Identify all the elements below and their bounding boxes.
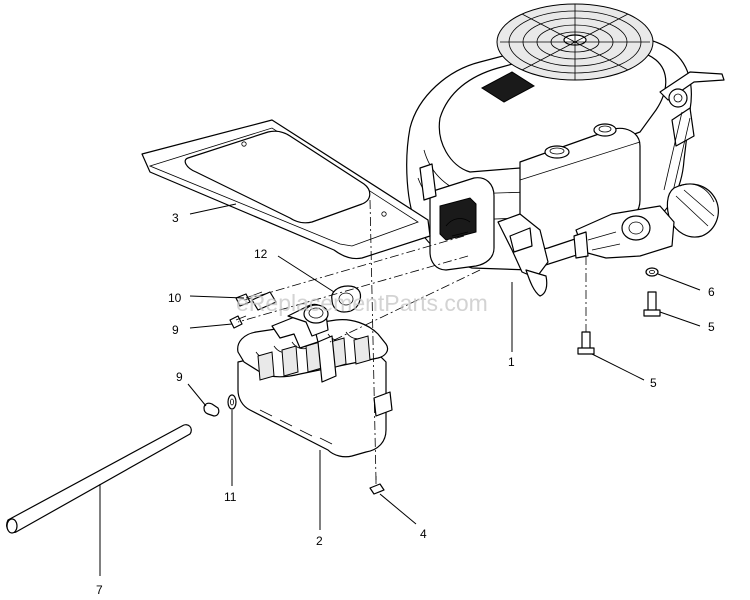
muffler bbox=[237, 291, 393, 458]
callout-1: 1 bbox=[508, 355, 515, 369]
callout-2: 2 bbox=[316, 534, 323, 548]
bolt-part-5-right bbox=[643, 291, 661, 317]
callout-6: 6 bbox=[708, 285, 715, 299]
callout-9-lower: 9 bbox=[176, 370, 183, 384]
callout-7: 7 bbox=[96, 583, 103, 597]
washer-part-6 bbox=[645, 267, 659, 277]
leader-lines bbox=[99, 203, 701, 576]
bolt-part-5-lower bbox=[577, 331, 595, 355]
callout-labels: 1 2 3 4 5 5 6 7 9 9 10 11 12 bbox=[96, 211, 715, 597]
engine bbox=[406, 3, 725, 297]
callout-3: 3 bbox=[172, 211, 179, 225]
callout-12: 12 bbox=[254, 247, 268, 261]
callout-10: 10 bbox=[168, 291, 182, 305]
screw-part-9-upper bbox=[229, 315, 247, 329]
bolt-part-4 bbox=[369, 476, 385, 495]
bolt-part-10 bbox=[235, 291, 263, 307]
tail-pipe bbox=[6, 424, 192, 534]
exhaust-gasket bbox=[141, 119, 431, 260]
screw-part-9-lower bbox=[203, 402, 220, 417]
callout-4: 4 bbox=[420, 527, 427, 541]
flange-gasket bbox=[331, 285, 362, 313]
callout-11: 11 bbox=[224, 490, 237, 504]
washer-part-11 bbox=[227, 394, 237, 410]
callout-5-right: 5 bbox=[708, 320, 715, 334]
callout-5-lower: 5 bbox=[650, 376, 657, 390]
callout-9-upper: 9 bbox=[172, 323, 179, 337]
watermark: eReplacementParts.com bbox=[236, 290, 488, 316]
assembly-lines bbox=[237, 199, 587, 481]
